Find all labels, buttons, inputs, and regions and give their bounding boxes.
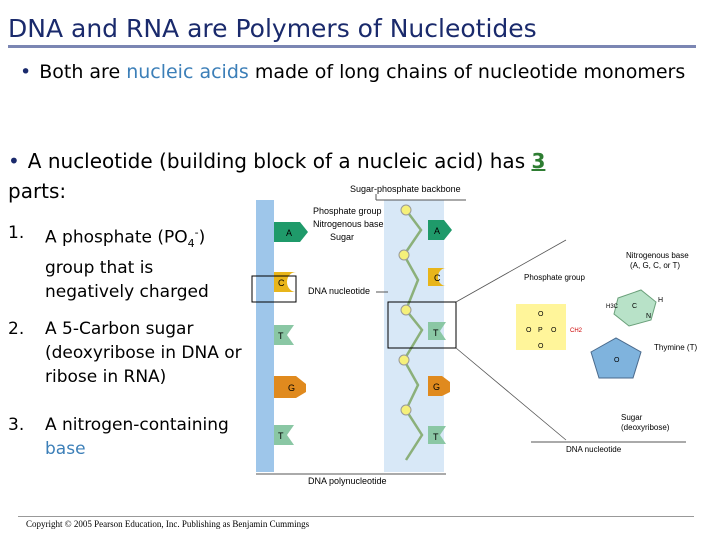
list-number: 3. (8, 415, 25, 435)
middle-nucleotide-box (387, 301, 457, 349)
copyright-notice: Copyright © 2005 Pearson Education, Inc.… (26, 519, 310, 529)
left-base-label: G (288, 383, 295, 393)
left-base-a (274, 222, 308, 242)
base-text: A nitrogen-containing (45, 415, 229, 435)
phosphate-circle (398, 354, 410, 366)
list-number: 1. (8, 223, 25, 243)
thymine-label: Thymine (T) (654, 343, 697, 352)
right-sugar-label: Sugar (621, 413, 643, 422)
list-text: A phosphate (PO4-) group that is negativ… (45, 221, 245, 304)
left-base-c (274, 272, 296, 292)
atom-n: N (646, 313, 651, 320)
dna-diagram: Sugar-phosphate backbone A C T G T A C T… (251, 184, 697, 486)
atom-o: O (551, 327, 557, 334)
list-number: 2. (8, 319, 25, 339)
right-dna-nucleotide-label: DNA nucleotide (566, 445, 622, 454)
atom-o: O (538, 311, 544, 318)
base-highlight: base (45, 439, 86, 459)
middle-base-t (428, 322, 446, 340)
right-nitrogenous-base-label: Nitrogenous base (626, 251, 689, 260)
left-base-label: T (278, 431, 284, 441)
phosphate-circle (400, 404, 412, 416)
bullet-dot: • (20, 61, 32, 83)
atom-o: O (614, 357, 620, 364)
list-text: A nitrogen-containing base (45, 413, 245, 461)
bullet1-text-post: made of long chains of nucleotide monome… (248, 61, 686, 83)
atom-p: P (538, 327, 543, 334)
slide-title: DNA and RNA are Polymers of Nucleotides (8, 14, 537, 43)
sugar-label: Sugar (330, 232, 354, 242)
left-base-label: C (278, 278, 285, 288)
list-text: A 5-Carbon sugar (deoxyribose in DNA or … (45, 319, 242, 387)
bullet-nucleic-acids: • Both are nucleic acids made of long cha… (20, 60, 700, 84)
bullet-dot: • (8, 149, 20, 173)
ch2-label: CH2 (570, 328, 583, 334)
left-base-label: T (278, 331, 284, 341)
detailed-nucleotide: P O O O O Phosphate group CH2 O Sugar (d… (516, 251, 697, 454)
left-base-t2 (274, 425, 294, 445)
atom-h: H (658, 297, 663, 304)
atom-c: C (632, 303, 637, 310)
dna-nucleotide-label: DNA nucleotide (308, 286, 370, 296)
bullet1-text-pre: Both are (39, 61, 127, 83)
dna-polynucleotide-label: DNA polynucleotide (308, 476, 387, 486)
phosphate-subscript: 4 (187, 237, 195, 251)
left-base-g (274, 376, 306, 398)
middle-base-t2 (428, 426, 446, 444)
phosphate-superscript: - (194, 226, 199, 239)
phosphate-circle (400, 204, 412, 216)
phosphate-text-a: A phosphate (PO (45, 227, 188, 248)
right-sugar-sub-label: (deoxyribose) (621, 423, 670, 432)
bullet2-text-post: parts: (8, 179, 67, 203)
phosphate-circle (400, 304, 412, 316)
middle-base-c (428, 268, 446, 286)
middle-base-g (428, 376, 450, 396)
atom-o: O (538, 343, 544, 350)
phosphate-bg (516, 304, 566, 350)
left-nucleotide-box (251, 275, 297, 303)
bullet1-highlight: nucleic acids (126, 61, 249, 83)
footer-rule (18, 516, 694, 517)
left-base-t (274, 325, 294, 345)
left-strand-strip (256, 200, 274, 472)
zoom-line (455, 347, 567, 441)
backbone-label: Sugar-phosphate backbone (350, 184, 461, 194)
thymine-ring (613, 289, 657, 327)
middle-base-label: T (433, 328, 439, 338)
bullet-nucleotide-parts: • A nucleotide (building block of a nucle… (8, 146, 568, 206)
bullet2-text-pre: A nucleotide (building block of a nuclei… (27, 149, 532, 173)
backbone-chain (402, 209, 424, 461)
ch3-label: H3C (606, 304, 619, 310)
right-phosphate-label: Phosphate group (524, 273, 585, 282)
middle-base-label: A (434, 226, 440, 236)
right-nitrogenous-base-sub-label: (A, G, C, or T) (630, 261, 680, 270)
middle-base-label: G (433, 382, 440, 392)
middle-base-label: C (434, 273, 441, 283)
middle-base-a (428, 220, 452, 240)
phosphate-group-label: Phosphate group (313, 206, 382, 216)
sugar-pentagon (590, 337, 642, 379)
phosphate-circle (398, 249, 410, 261)
title-underline (8, 45, 696, 48)
atom-o: O (526, 327, 532, 334)
zoom-line (455, 239, 567, 303)
nitrogenous-base-label: Nitrogenous base (313, 219, 384, 229)
parts-count: 3 (531, 149, 546, 173)
left-base-label: A (286, 228, 292, 238)
phosphate-text-b: ) group that is negatively charged (45, 227, 209, 303)
middle-base-label: T (433, 432, 439, 442)
